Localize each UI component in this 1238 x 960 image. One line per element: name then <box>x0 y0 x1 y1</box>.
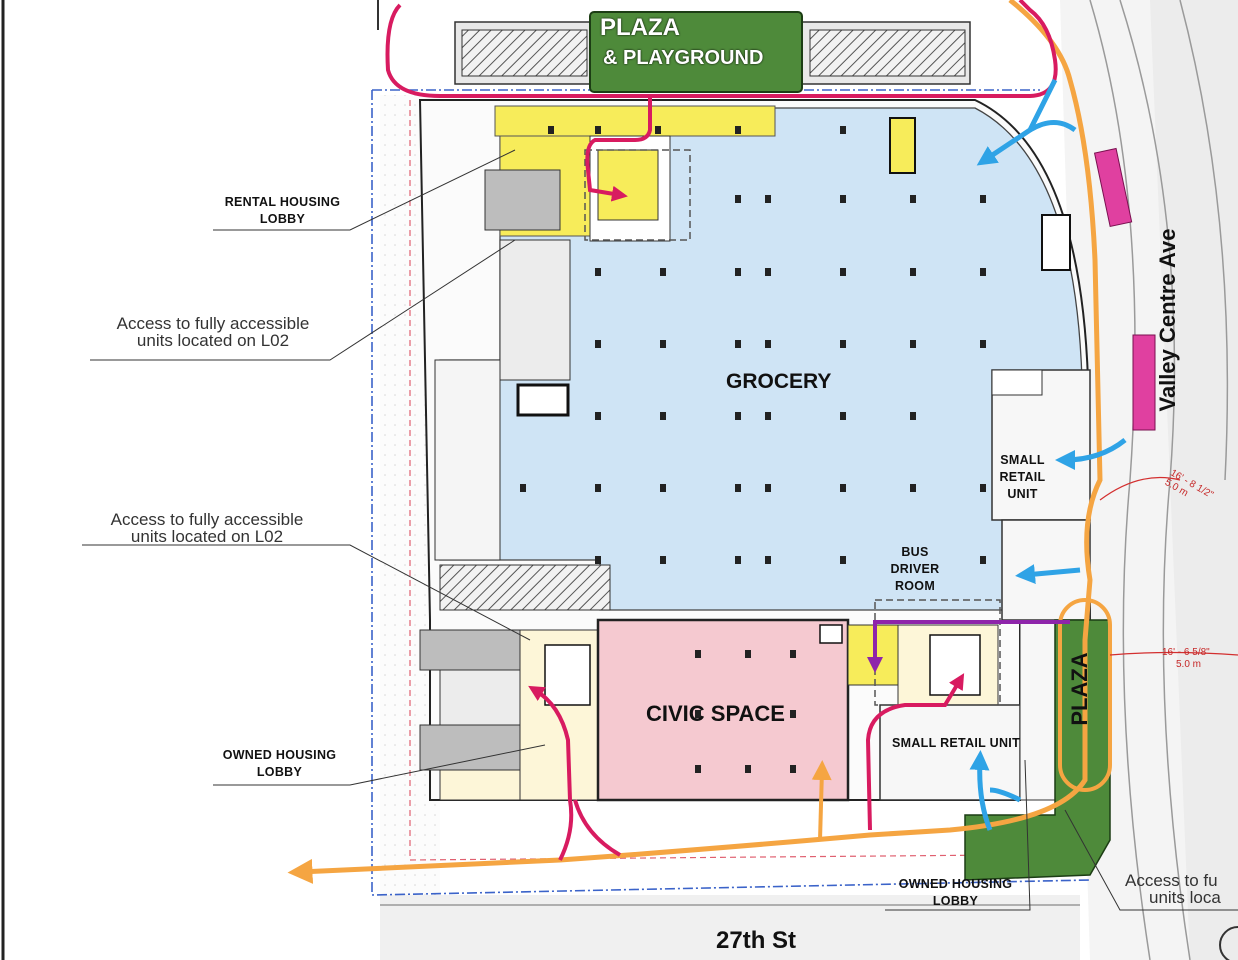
dimension-south: 16' - 6 5/8"5.0 m <box>1162 647 1210 670</box>
plaza-east-label: PLAZA <box>1067 652 1092 726</box>
grocery-label: GROCERY <box>726 370 832 393</box>
plaza-playground-sublabel: & PLAYGROUND <box>603 47 764 69</box>
small-retail-unit-south-label: SMALL RETAIL UNIT <box>892 736 1021 750</box>
civic-space-label: CIVIC SPACE <box>646 701 785 726</box>
street-valley-centre-label: Valley Centre Ave <box>1155 228 1180 412</box>
street-27th-label: 27th St <box>716 927 797 954</box>
plaza-playground-label: PLAZA <box>600 14 680 41</box>
